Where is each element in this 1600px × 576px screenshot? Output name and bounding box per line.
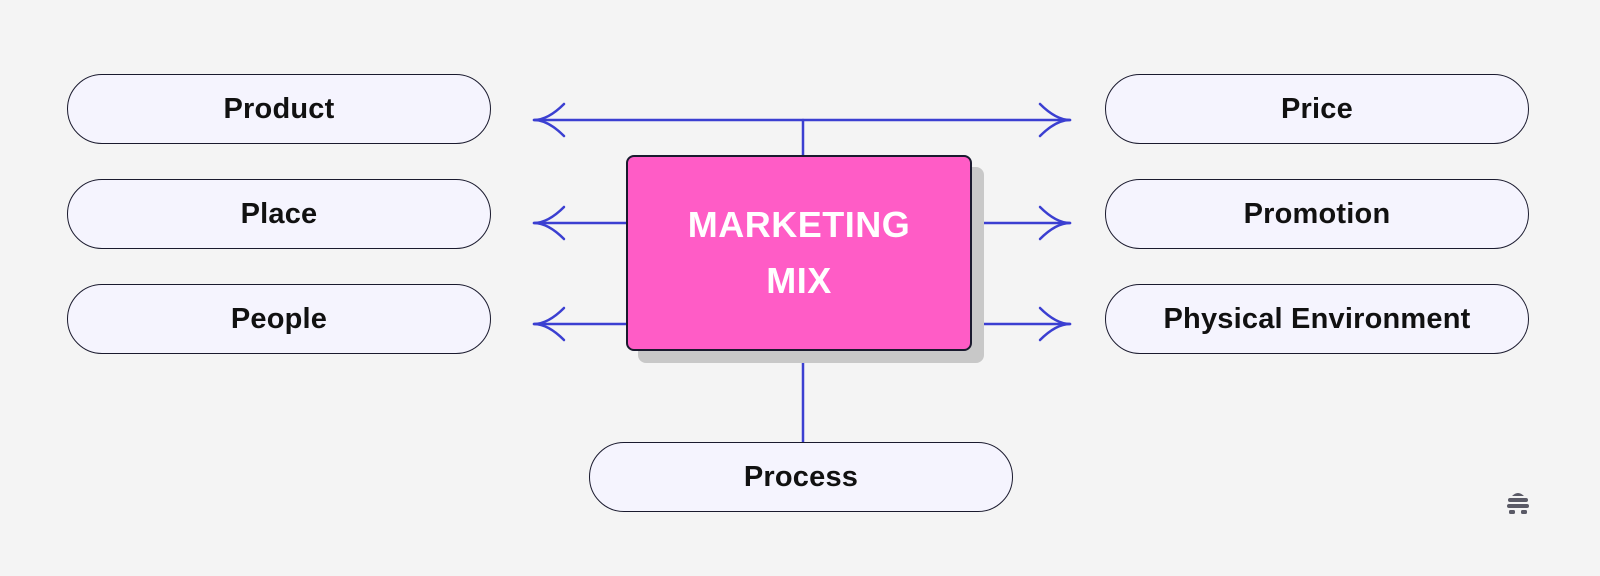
node-product: Product: [67, 74, 491, 144]
center-title-line2: MIX: [766, 260, 832, 301]
node-physical-environment: Physical Environment: [1105, 284, 1529, 354]
center-box: MARKETING MIX: [626, 155, 972, 351]
node-people: People: [67, 284, 491, 354]
center-title-line1: MARKETING: [687, 204, 911, 245]
node-promotion: Promotion: [1105, 179, 1529, 249]
arrowhead-promotion: [1038, 205, 1072, 241]
arrowhead-physical: [1038, 306, 1072, 342]
node-price: Price: [1105, 74, 1529, 144]
arrowhead-product: [532, 102, 566, 138]
node-process-label: Process: [743, 460, 859, 493]
node-place: Place: [67, 179, 491, 249]
node-physical-environment-label: Physical Environment: [1163, 302, 1471, 335]
stacked-dome-logo-icon: [1507, 493, 1529, 514]
arrowhead-people: [532, 306, 566, 342]
node-people-label: People: [230, 302, 328, 335]
arrowhead-place: [532, 205, 566, 241]
node-place-label: Place: [240, 197, 318, 230]
node-price-label: Price: [1281, 92, 1353, 125]
node-process: Process: [589, 442, 1013, 512]
node-product-label: Product: [223, 92, 335, 125]
node-promotion-label: Promotion: [1243, 197, 1391, 230]
arrowhead-price: [1038, 102, 1072, 138]
